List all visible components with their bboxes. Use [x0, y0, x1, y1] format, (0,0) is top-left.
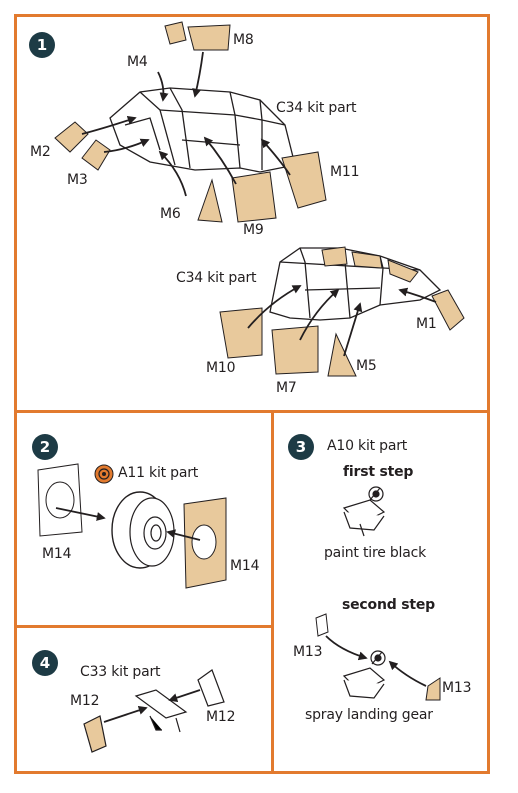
- mask-m7: [271, 325, 319, 375]
- label-m12-right: M12: [206, 709, 236, 725]
- gear-arrows: [325, 635, 427, 687]
- gear-drawing-second: [342, 650, 386, 699]
- step-2-badge: 2: [32, 434, 58, 460]
- canopy-top-masks: [54, 21, 327, 223]
- label-m11: M11: [330, 164, 360, 180]
- canopy-bottom-arrows: [247, 285, 437, 357]
- wheel-arrows: [55, 507, 201, 541]
- mask-m2: [54, 121, 89, 153]
- wheel-drawing: [37, 463, 227, 589]
- label-m5: M5: [356, 358, 377, 374]
- label-m14-right: M14: [230, 558, 260, 574]
- label-m2: M2: [30, 144, 51, 160]
- label-second-step: second step: [342, 597, 435, 613]
- label-m9: M9: [243, 222, 264, 238]
- label-a11-kit-part: A11 kit part: [118, 465, 199, 481]
- label-m6: M6: [160, 206, 181, 222]
- mask-m5: [327, 332, 357, 377]
- label-m13-right: M13: [442, 680, 472, 696]
- label-m12-left: M12: [70, 693, 100, 709]
- mask-m3: [81, 139, 111, 171]
- mask-m8: [187, 24, 231, 51]
- gear-masks: [315, 613, 441, 701]
- mask-m6: [197, 178, 223, 223]
- step-1-badge: 1: [29, 32, 55, 58]
- label-spray-landing-gear: spray landing gear: [305, 707, 433, 723]
- door-arrows: [103, 689, 201, 723]
- label-m1: M1: [416, 316, 437, 332]
- mask-m1: [431, 289, 465, 331]
- canopy-top-outline: [109, 87, 296, 173]
- label-c33-kit-part: C33 kit part: [80, 664, 161, 680]
- label-m7: M7: [276, 380, 297, 396]
- gear-drawing-first: [342, 486, 386, 537]
- label-c34-top: C34 kit part: [276, 100, 357, 116]
- mask-m11: [281, 151, 327, 209]
- label-c34-bottom: C34 kit part: [176, 270, 257, 286]
- mask-m9: [231, 171, 277, 223]
- label-paint-tire-black: paint tire black: [324, 545, 427, 561]
- step-3-panel: [271, 410, 490, 774]
- label-m13-left: M13: [293, 644, 323, 660]
- label-m10: M10: [206, 360, 236, 376]
- step-4-badge: 4: [32, 650, 58, 676]
- label-m4: M4: [127, 54, 148, 70]
- label-first-step: first step: [343, 464, 414, 480]
- door-drawing: [83, 669, 225, 753]
- label-m14-left: M14: [42, 546, 72, 562]
- canopy-bottom-masks: [219, 246, 465, 377]
- mask-m10: [219, 307, 263, 359]
- label-m3: M3: [67, 172, 88, 188]
- step-4-panel: [14, 625, 274, 774]
- label-m8: M8: [233, 32, 254, 48]
- canopy-top-arrows: [81, 51, 291, 197]
- label-a10-kit-part: A10 kit part: [327, 438, 408, 454]
- mask-m4: [164, 21, 187, 45]
- step-3-badge: 3: [288, 434, 314, 460]
